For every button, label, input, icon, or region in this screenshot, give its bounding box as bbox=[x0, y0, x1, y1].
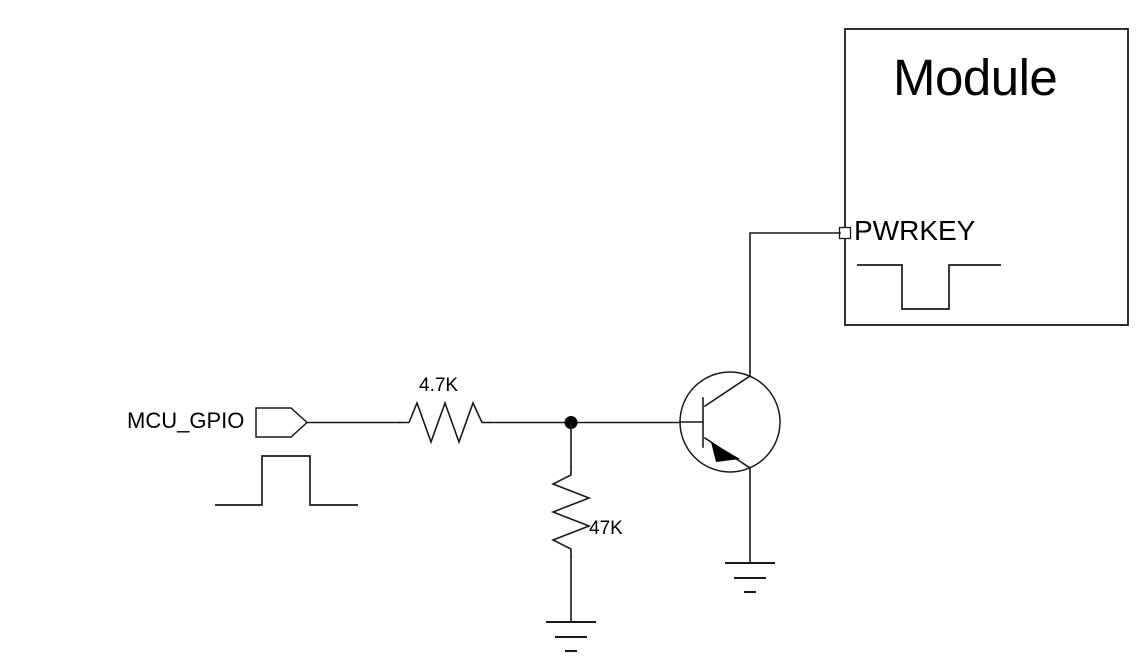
active-high-pulse-waveform bbox=[215, 455, 358, 506]
module-box bbox=[844, 28, 1129, 326]
module-block bbox=[844, 28, 1129, 326]
module-title: Module bbox=[893, 49, 1058, 106]
emitter-arrow-icon bbox=[711, 442, 740, 462]
pin-square-icon[interactable] bbox=[838, 226, 852, 240]
module-pin-label: PWRKEY bbox=[854, 215, 976, 246]
collector-to-pwrkey-wire bbox=[749, 232, 841, 373]
transistor-collector-lead bbox=[703, 374, 752, 408]
active-low-pulse-waveform bbox=[857, 264, 1001, 310]
mcu-gpio-label: MCU_GPIO bbox=[127, 408, 245, 433]
resistor-zigzag-icon-pulldown bbox=[550, 466, 592, 558]
ground-icon-pulldown bbox=[546, 620, 596, 653]
pulldown-resistor-value: 47K bbox=[589, 518, 623, 539]
ground-icon-emitter bbox=[725, 561, 775, 594]
npn-transistor-icon bbox=[679, 371, 781, 564]
signal-flag-connector-icon[interactable] bbox=[255, 407, 309, 438]
resistor-zigzag-icon-series bbox=[399, 400, 491, 445]
series-resistor-value: 4.7K bbox=[419, 375, 459, 396]
